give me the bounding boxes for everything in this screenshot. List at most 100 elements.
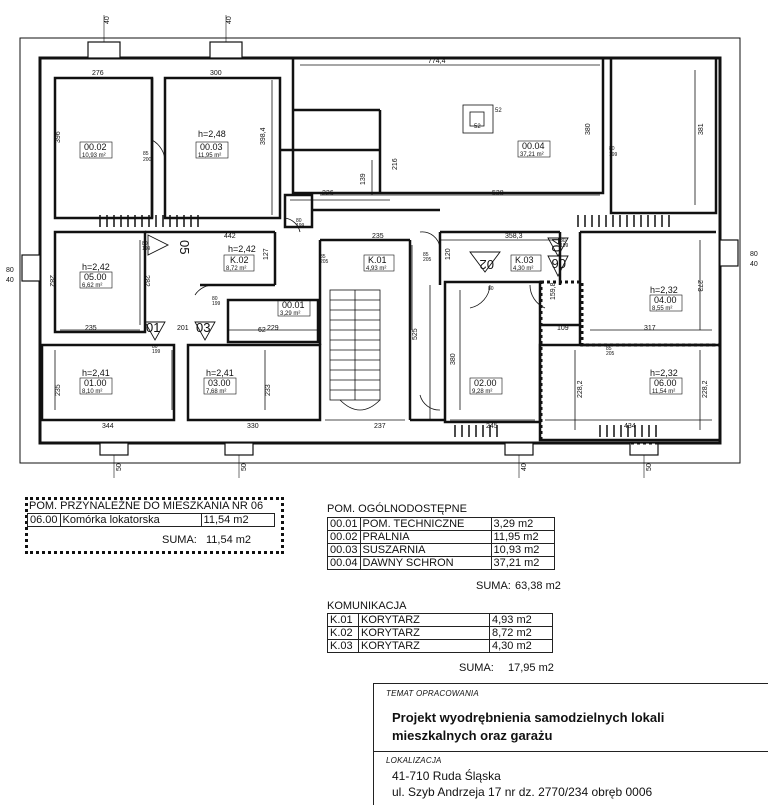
chimney-mark-1: 40 [104,16,111,24]
dim-228-2-b: 228,2 [702,380,709,398]
door-6-w: 85 [606,346,612,352]
room-labels: 00.02 10,93 m² h=2,48 00.03 11,95 m² 00.… [79,129,683,395]
table-row: 00.01 POM. TECHNICZNE 3,29 m2 [327,517,555,531]
flat-mark-04: 04 [549,238,564,252]
side-marks: 80 40 80 40 40 40 50 50 40 50 [6,16,758,471]
room-01-00-area: 8,10 m² [82,389,102,395]
room-00-01-area: 3,29 m² [280,311,300,317]
table-row: K.03 KORYTARZ 4,30 m2 [327,639,553,653]
dim-237: 237 [374,423,386,430]
door-5-h: 205 [423,257,432,263]
room-k02-height: h=2,42 [228,244,256,254]
dim-228-2-a: 228,2 [577,380,584,398]
storage-summary-title: POM. PRZYNALEŻNE DO MIESZKANIA NR 06 [29,500,264,512]
common-area: 10,93 m2 [490,543,555,557]
dim-442: 442 [224,233,236,240]
topic-line-2: mieszkalnych oraz garażu [392,728,553,743]
storage-summary-box [25,497,284,554]
common-title: POM. OGÓLNODOSTĘPNE [327,503,467,515]
dim-358-3: 358,3 [505,233,523,240]
room-k03-box [510,254,542,272]
common-sum-label: SUMA: [476,580,511,592]
flat-mark-05: 05 [177,240,192,254]
dim-216: 216 [392,158,399,170]
right-mark-bottom: 40 [750,261,758,268]
door-3-h: 199 [212,301,221,307]
door-5-w: 85 [423,252,429,258]
dim-774-4: 774,4 [428,58,446,65]
title-block-divider [374,751,768,752]
outer-outline [19,37,741,464]
door-2-h: 199 [609,152,618,158]
chimney-mark-3: 50 [116,463,123,471]
door-11-w: 80 [488,286,494,292]
dim-159-8: 159,8 [550,282,557,300]
dim-62: 62 [258,327,266,334]
room-00-01-code: 00.01 [282,300,305,310]
room-k01-area: 4,93 m² [366,266,386,272]
door-10-h: 199 [560,243,569,249]
door-7-w: 80 [142,241,148,247]
table-row: 00.03 SUSZARNIA 10,93 m2 [327,543,555,557]
location-label: LOKALIZACJA [386,756,442,765]
comm-code: K.01 [327,613,359,627]
storage-name: Komórka lokatorska [59,513,202,527]
dim-127: 127 [263,248,270,260]
table-row: K.01 KORYTARZ 4,93 m2 [327,613,553,627]
shaft-52-a: 52 [474,124,481,130]
dim-398-4: 398,4 [260,127,267,145]
room-05-00-code: 05.00 [84,272,107,282]
common-name: POM. TECHNICZNE [359,517,492,531]
room-02-00-code: 02.00 [474,378,497,388]
door-9-w: 80 [152,344,158,350]
flat-mark-06: 06 [552,256,566,271]
dim-109: 109 [557,325,569,332]
room-03-00-code: 03.00 [208,378,231,388]
room-00-04-code: 00.04 [522,141,545,151]
room-00-03-height: h=2,48 [198,129,226,139]
dim-229: 229 [267,325,279,332]
storage-area: 11,54 m2 [200,513,275,527]
storage-summary-table: 06.00 Komórka lokatorska 11,54 m2 [27,513,275,527]
common-table: 00.01 POM. TECHNICZNE 3,29 m2 00.02 PRAL… [327,517,555,570]
communication-table: K.01 KORYTARZ 4,93 m2 K.02 KORYTARZ 8,72… [327,613,553,653]
room-k01-code: K.01 [368,255,387,265]
dim-300: 300 [210,70,222,77]
dim-396: 396 [55,131,62,143]
door-8-h: 199 [296,223,305,229]
common-area: 3,29 m2 [490,517,555,531]
vent-blocks [21,41,739,456]
common-code: 00.03 [327,543,361,557]
communication-sum-value: 17,95 m2 [508,662,554,674]
common-sum-value: 63,38 m2 [515,580,561,592]
comm-code: K.03 [327,639,359,653]
chimney-mark-4: 50 [241,463,248,471]
vent-hatches [103,15,645,478]
chimney-mark-6: 50 [646,463,653,471]
room-00-02-code: 00.02 [84,142,107,152]
dim-538: 538 [492,190,504,197]
room-04-00-area: 8,55 m² [652,306,672,312]
room-00-03-box [195,141,229,159]
dim-330: 330 [247,423,259,430]
room-k01-box [363,254,395,272]
dimension-labels: 276 300 774,4 396 398,4 380 381 216 139 … [48,58,709,430]
staircase [329,289,381,411]
room-01-00-height: h=2,41 [82,368,110,378]
right-mark-top: 80 [750,251,758,258]
door-7-h: 199 [142,246,151,252]
storage-06-outline [539,280,722,445]
comm-area: 4,30 m2 [489,639,553,653]
left-mark-top: 80 [6,267,14,274]
dim-344: 344 [102,423,114,430]
topic-line-1: Projekt wyodrębnienia samodzielnych loka… [392,710,665,725]
door-4-h: 205 [320,259,329,265]
room-02-00-area: 9,28 m² [472,389,492,395]
communication-title: KOMUNIKACJA [327,600,407,612]
common-code: 00.02 [327,530,361,544]
chimney-mark-2: 40 [226,16,233,24]
room-00-03-area: 11,95 m² [198,153,221,159]
common-code: 00.01 [327,517,361,531]
dim-282-a: 282 [48,275,55,287]
common-area: 11,95 m2 [490,530,555,544]
